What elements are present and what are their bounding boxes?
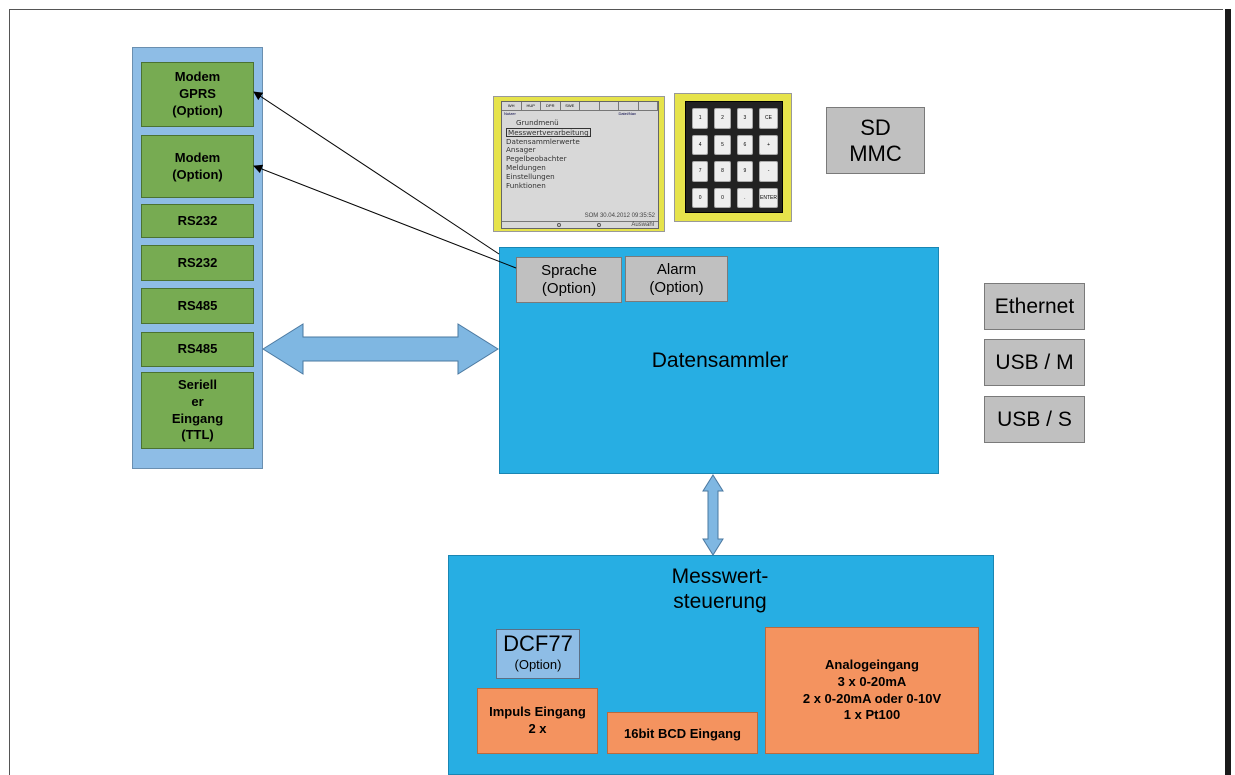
lcd-tab bbox=[580, 102, 600, 110]
dcf77-title: DCF77 bbox=[503, 631, 573, 656]
rs232-box-1: RS232 bbox=[141, 204, 254, 238]
lcd-menu-item: Einstellungen bbox=[506, 171, 555, 181]
lcd-footer-dot-icon bbox=[597, 223, 601, 227]
messwertsteuerung-title: Messwert- steuerung bbox=[671, 564, 769, 613]
key-dot: . bbox=[736, 187, 754, 208]
alarm-option-box: Alarm (Option) bbox=[625, 256, 728, 302]
lcd-tab-row: WH HUP DPR SWE bbox=[502, 102, 658, 111]
keypad-frame: 1 2 3 CE 4 5 6 + 7 8 9 - 0 0 . ENTER bbox=[674, 93, 792, 222]
lcd-menu-item: Pegelbeobachter bbox=[506, 154, 567, 164]
modem-box: Modem (Option) bbox=[141, 135, 254, 198]
lcd-tab bbox=[600, 102, 619, 110]
lcd-tab: DPR bbox=[541, 102, 561, 110]
datensammler-title: Datensammler bbox=[651, 349, 789, 372]
key-3: 3 bbox=[736, 108, 754, 129]
impuls-eingang-box: Impuls Eingang 2 x bbox=[477, 688, 598, 754]
key-plus: + bbox=[759, 134, 778, 155]
lcd-menu: Grundmenü Messwertverarbeitung Datensamm… bbox=[502, 117, 658, 190]
usb-s-box: USB / S bbox=[984, 396, 1085, 443]
lcd-footer: Auswahl bbox=[502, 221, 658, 229]
key-6: 6 bbox=[736, 134, 754, 155]
usb-m-box: USB / M bbox=[984, 339, 1085, 386]
lcd-tab: HUP bbox=[522, 102, 541, 110]
frame-left-line bbox=[9, 9, 10, 775]
lcd-screen: WH HUP DPR SWE Nutzer Datei/Nav Grundmen… bbox=[501, 101, 659, 229]
dcf77-option: (Option) bbox=[514, 657, 562, 672]
lcd-tab bbox=[639, 102, 658, 110]
sprache-option-box: Sprache (Option) bbox=[516, 257, 622, 303]
lcd-subheader: Nutzer Datei/Nav bbox=[502, 111, 658, 117]
key-5: 5 bbox=[714, 134, 731, 155]
lcd-tab: WH bbox=[502, 102, 522, 110]
lcd-tab bbox=[619, 102, 639, 110]
analogeingang-box: Analogeingang 3 x 0-20mA 2 x 0-20mA oder… bbox=[765, 627, 979, 754]
key-8: 8 bbox=[714, 161, 731, 182]
link-line-gprs bbox=[253, 91, 500, 255]
dcf77-box: DCF77 (Option) bbox=[496, 629, 580, 679]
key-4: 4 bbox=[692, 134, 709, 155]
lcd-footer-dot-icon bbox=[557, 223, 561, 227]
lcd-menu-item: Ansager bbox=[506, 145, 536, 155]
key-enter: ENTER bbox=[759, 187, 778, 208]
keypad-board: 1 2 3 CE 4 5 6 + 7 8 9 - 0 0 . ENTER bbox=[685, 101, 783, 213]
link-line-modem bbox=[253, 164, 517, 269]
key-7: 7 bbox=[692, 161, 709, 182]
sd-mmc-box: SD MMC bbox=[826, 107, 925, 174]
key-0b: 0 bbox=[714, 187, 731, 208]
lcd-footer-right: Auswahl bbox=[631, 222, 654, 228]
lcd-subheader-left: Nutzer bbox=[504, 111, 516, 116]
lcd-menu-item: Datensammlerwerte bbox=[506, 136, 580, 146]
key-2: 2 bbox=[714, 108, 731, 129]
double-arrow-vertical bbox=[702, 474, 724, 556]
rs485-box-2: RS485 bbox=[141, 332, 254, 367]
key-9: 9 bbox=[736, 161, 754, 182]
rs485-box-1: RS485 bbox=[141, 288, 254, 324]
lcd-menu-item: Grundmenü bbox=[516, 118, 559, 127]
key-1: 1 bbox=[692, 108, 709, 129]
lcd-menu-item: Funktionen bbox=[506, 180, 546, 190]
lcd-menu-item: Meldungen bbox=[506, 162, 546, 172]
double-arrow-horizontal bbox=[262, 323, 499, 375]
modem-gprs-box: Modem GPRS (Option) bbox=[141, 62, 254, 127]
key-minus: - bbox=[759, 161, 778, 182]
lcd-display-frame: WH HUP DPR SWE Nutzer Datei/Nav Grundmen… bbox=[493, 96, 665, 232]
serial-ttl-box: Seriell er Eingang (TTL) bbox=[141, 372, 254, 449]
lcd-menu-item-selected: Messwertverarbeitung bbox=[506, 127, 591, 137]
key-0a: 0 bbox=[692, 187, 709, 208]
lcd-status: SOM 30.04.2012 09:35:52 bbox=[584, 213, 655, 219]
lcd-subheader-center: Datei/Nav bbox=[618, 111, 636, 116]
keypad-grid: 1 2 3 CE 4 5 6 + 7 8 9 - 0 0 . ENTER bbox=[692, 108, 778, 208]
frame-right-bar bbox=[1225, 9, 1231, 775]
bcd-eingang-box: 16bit BCD Eingang bbox=[607, 712, 758, 754]
rs232-box-2: RS232 bbox=[141, 245, 254, 281]
key-ce: CE bbox=[759, 108, 778, 129]
ethernet-box: Ethernet bbox=[984, 283, 1085, 330]
frame-top-line bbox=[9, 9, 1223, 10]
lcd-tab: SWE bbox=[561, 102, 580, 110]
